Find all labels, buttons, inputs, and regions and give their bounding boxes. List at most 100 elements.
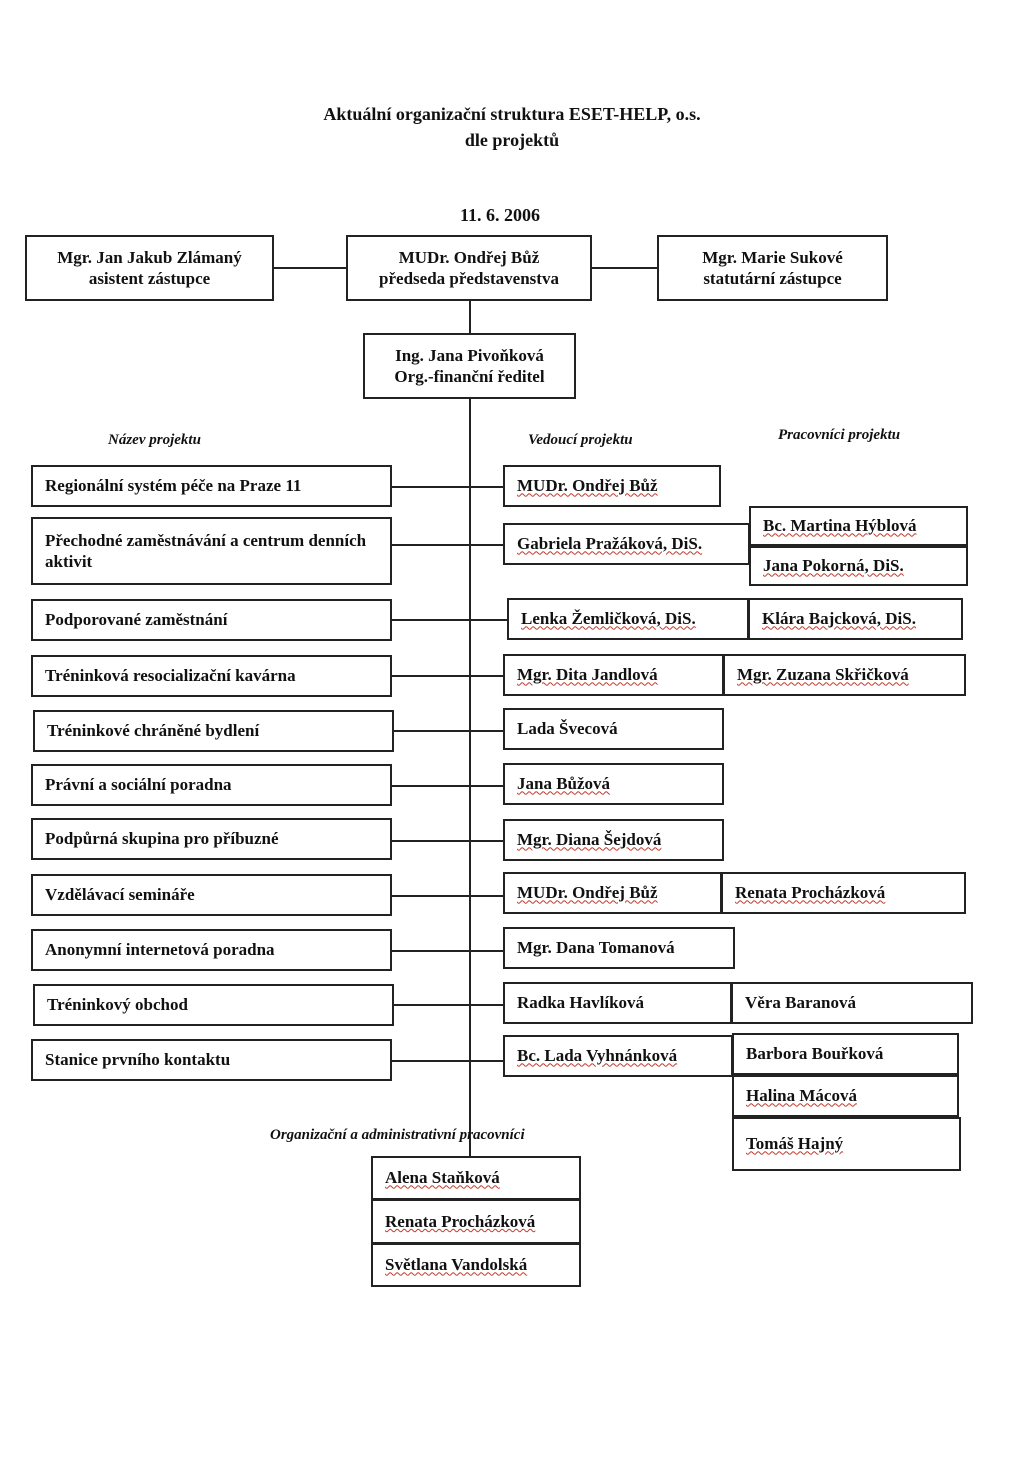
chairman-name: MUDr. Ondřej Bůž — [398, 247, 540, 267]
row-connector — [392, 895, 504, 897]
row-connector — [392, 1060, 504, 1062]
leader-box: Bc. Lada Vyhnánková — [503, 1035, 733, 1077]
leader-label: Mgr. Diana Šejdová — [517, 830, 662, 850]
admin-box: Alena Staňková — [371, 1156, 581, 1200]
leader-label: Jana Bůžová — [517, 774, 611, 794]
project-box: Tréninková resocializační kavárna — [31, 655, 392, 697]
worker-box: Jana Pokorná, DiS. — [749, 546, 968, 586]
row-connector — [392, 840, 504, 842]
worker-label: Mgr. Zuzana Skřičková — [737, 665, 909, 685]
row-connector — [392, 544, 504, 546]
admin-label: Světlana Vandolská — [385, 1255, 528, 1275]
worker-box: Tomáš Hajný — [732, 1117, 961, 1171]
leader-label: Gabriela Pražáková, DiS. — [517, 534, 703, 554]
row-connector — [392, 619, 508, 621]
leader-label: Lenka Žemličková, DiS. — [521, 609, 696, 629]
worker-label: Klára Bajcková, DiS. — [762, 609, 916, 629]
leader-box: MUDr. Ondřej Bůž — [503, 872, 722, 914]
project-label: Tréninkové chráněné bydlení — [47, 721, 260, 741]
page-subtitle: dle projektů — [464, 130, 560, 150]
project-box: Stanice prvního kontaktu — [31, 1039, 392, 1081]
admin-box: Renata Procházková — [371, 1199, 581, 1244]
header-projects: Název projektu — [108, 432, 201, 448]
assistant-role: asistent zástupce — [88, 269, 211, 288]
chart-date: 11. 6. 2006 — [459, 205, 540, 225]
worker-box: Mgr. Zuzana Skřičková — [723, 654, 966, 696]
project-label: Stanice prvního kontaktu — [45, 1050, 231, 1070]
project-box: Přechodné zaměstnávání a centrum denních… — [31, 517, 392, 585]
project-box: Regionální systém péče na Praze 11 — [31, 465, 392, 507]
leader-label: Bc. Lada Vyhnánková — [517, 1046, 678, 1066]
row-connector — [394, 1004, 504, 1006]
leader-label: Lada Švecová — [517, 719, 618, 739]
project-box: Podporované zaměstnání — [31, 599, 392, 641]
project-label: Podporované zaměstnání — [45, 610, 228, 630]
chairman-role: předseda představenstva — [379, 269, 559, 288]
project-label: Regionální systém péče na Praze 11 — [45, 476, 302, 496]
leader-box: Lada Švecová — [503, 708, 724, 750]
project-box: Vzdělávací semináře — [31, 874, 392, 916]
leader-label: Radka Havlíková — [517, 993, 645, 1013]
leader-box: Mgr. Dana Tomanová — [503, 927, 735, 969]
worker-label: Halina Mácová — [746, 1086, 857, 1106]
worker-label: Bc. Martina Hýblová — [763, 516, 917, 536]
row-connector — [392, 486, 504, 488]
leader-label: Mgr. Dita Jandlová — [517, 665, 658, 685]
worker-label: Renata Procházková — [735, 883, 886, 903]
page-title: Aktuální organizační struktura ESET-HELP… — [323, 104, 701, 124]
worker-label: Věra Baranová — [745, 993, 856, 1013]
row-connector — [392, 785, 504, 787]
org-box-chairman: MUDr. Ondřej Bůž předseda představenstva — [346, 235, 592, 301]
project-box: Právní a sociální poradna — [31, 764, 392, 806]
leader-box: MUDr. Ondřej Bůž — [503, 465, 721, 507]
director-role: Org.-finanční ředitel — [394, 367, 545, 386]
connector-director — [469, 300, 471, 334]
admin-label: Alena Staňková — [385, 1168, 500, 1188]
leader-box: Mgr. Diana Šejdová — [503, 819, 724, 861]
worker-label: Tomáš Hajný — [746, 1134, 844, 1154]
worker-label: Jana Pokorná, DiS. — [763, 556, 904, 576]
row-connector — [392, 675, 504, 677]
project-label: Právní a sociální poradna — [45, 775, 232, 795]
leader-box: Radka Havlíková — [503, 982, 732, 1024]
project-label: Vzdělávací semináře — [45, 885, 195, 905]
project-label: Tréninkový obchod — [47, 995, 188, 1015]
worker-box: Bc. Martina Hýblová — [749, 506, 968, 546]
leader-box: Gabriela Pražáková, DiS. — [503, 523, 750, 565]
leader-label: MUDr. Ondřej Bůž — [517, 883, 658, 903]
leader-label: MUDr. Ondřej Bůž — [517, 476, 658, 496]
project-box: Anonymní internetová poradna — [31, 929, 392, 971]
worker-box: Klára Bajcková, DiS. — [748, 598, 963, 640]
connector-right — [591, 267, 658, 269]
header-admin: Organizační a administrativní pracovníci — [270, 1127, 525, 1143]
leader-box: Mgr. Dita Jandlová — [503, 654, 724, 696]
worker-box: Barbora Bouřková — [732, 1033, 959, 1075]
leader-label: Mgr. Dana Tomanová — [517, 938, 675, 958]
leader-box: Lenka Žemličková, DiS. — [507, 598, 749, 640]
row-connector — [392, 950, 504, 952]
project-label: Podpůrná skupina pro příbuzné — [45, 829, 279, 849]
project-box: Tréninkový obchod — [33, 984, 394, 1026]
connector-left — [273, 267, 347, 269]
worker-box: Halina Mácová — [732, 1075, 959, 1117]
leader-box: Jana Bůžová — [503, 763, 724, 805]
org-box-director: Ing. Jana Pivoňková Org.-finanční ředite… — [363, 333, 576, 399]
org-box-statutory: Mgr. Marie Sukové statutární zástupce — [657, 235, 888, 301]
header-workers: Pracovníci projektu — [778, 427, 901, 443]
worker-box: Věra Baranová — [731, 982, 973, 1024]
worker-box: Renata Procházková — [721, 872, 966, 914]
project-box: Podpůrná skupina pro příbuzné — [31, 818, 392, 860]
admin-label: Renata Procházková — [385, 1211, 536, 1231]
org-box-assistant: Mgr. Jan Jakub Zlámaný asistent zástupce — [25, 235, 274, 301]
project-label: Přechodné zaměstnávání a centrum denních… — [45, 530, 367, 571]
worker-label: Barbora Bouřková — [746, 1044, 884, 1064]
director-name: Ing. Jana Pivoňková — [395, 345, 544, 365]
header-leaders: Vedoucí projektu — [528, 432, 633, 448]
spine-line — [469, 398, 471, 1210]
statutory-role: statutární zástupce — [703, 269, 842, 288]
row-connector — [394, 730, 504, 732]
project-label: Tréninková resocializační kavárna — [45, 666, 296, 686]
assistant-name: Mgr. Jan Jakub Zlámaný — [57, 247, 242, 267]
statutory-name: Mgr. Marie Sukové — [702, 247, 843, 267]
project-box: Tréninkové chráněné bydlení — [33, 710, 394, 752]
